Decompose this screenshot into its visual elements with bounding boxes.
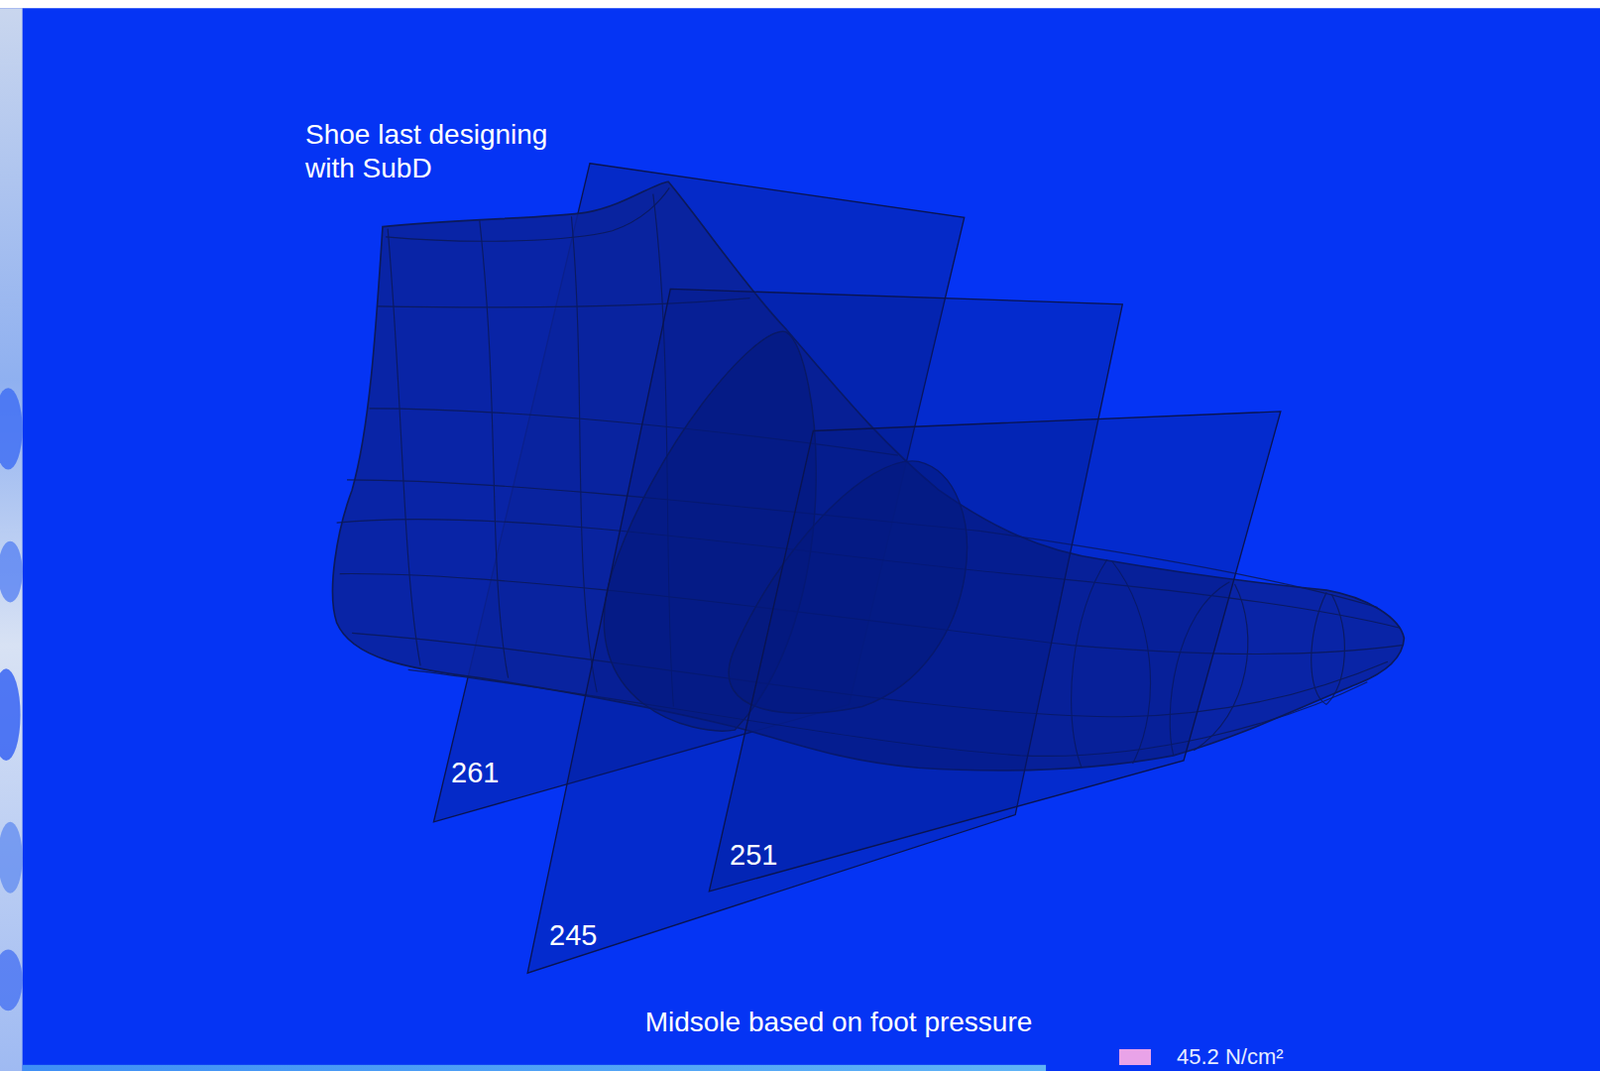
bottom-bar: [22, 1064, 1046, 1071]
callout-number: 251: [729, 837, 778, 873]
section-heading: Midsole based on foot pressure: [645, 1005, 1033, 1039]
legend-swatch: [1119, 1048, 1151, 1065]
callout-number: 261: [451, 755, 499, 791]
callout-number: 245: [549, 917, 597, 953]
top-strip: [0, 0, 1600, 8]
legend-text: 45.2 N/cm²: [1176, 1044, 1284, 1069]
section-plane: [708, 411, 1280, 892]
legend-entry: 45.2 N/cm²: [1119, 1044, 1284, 1069]
section-heading: Shoe last designing with SubD: [305, 117, 603, 185]
left-texture-strip: [0, 7, 23, 1071]
